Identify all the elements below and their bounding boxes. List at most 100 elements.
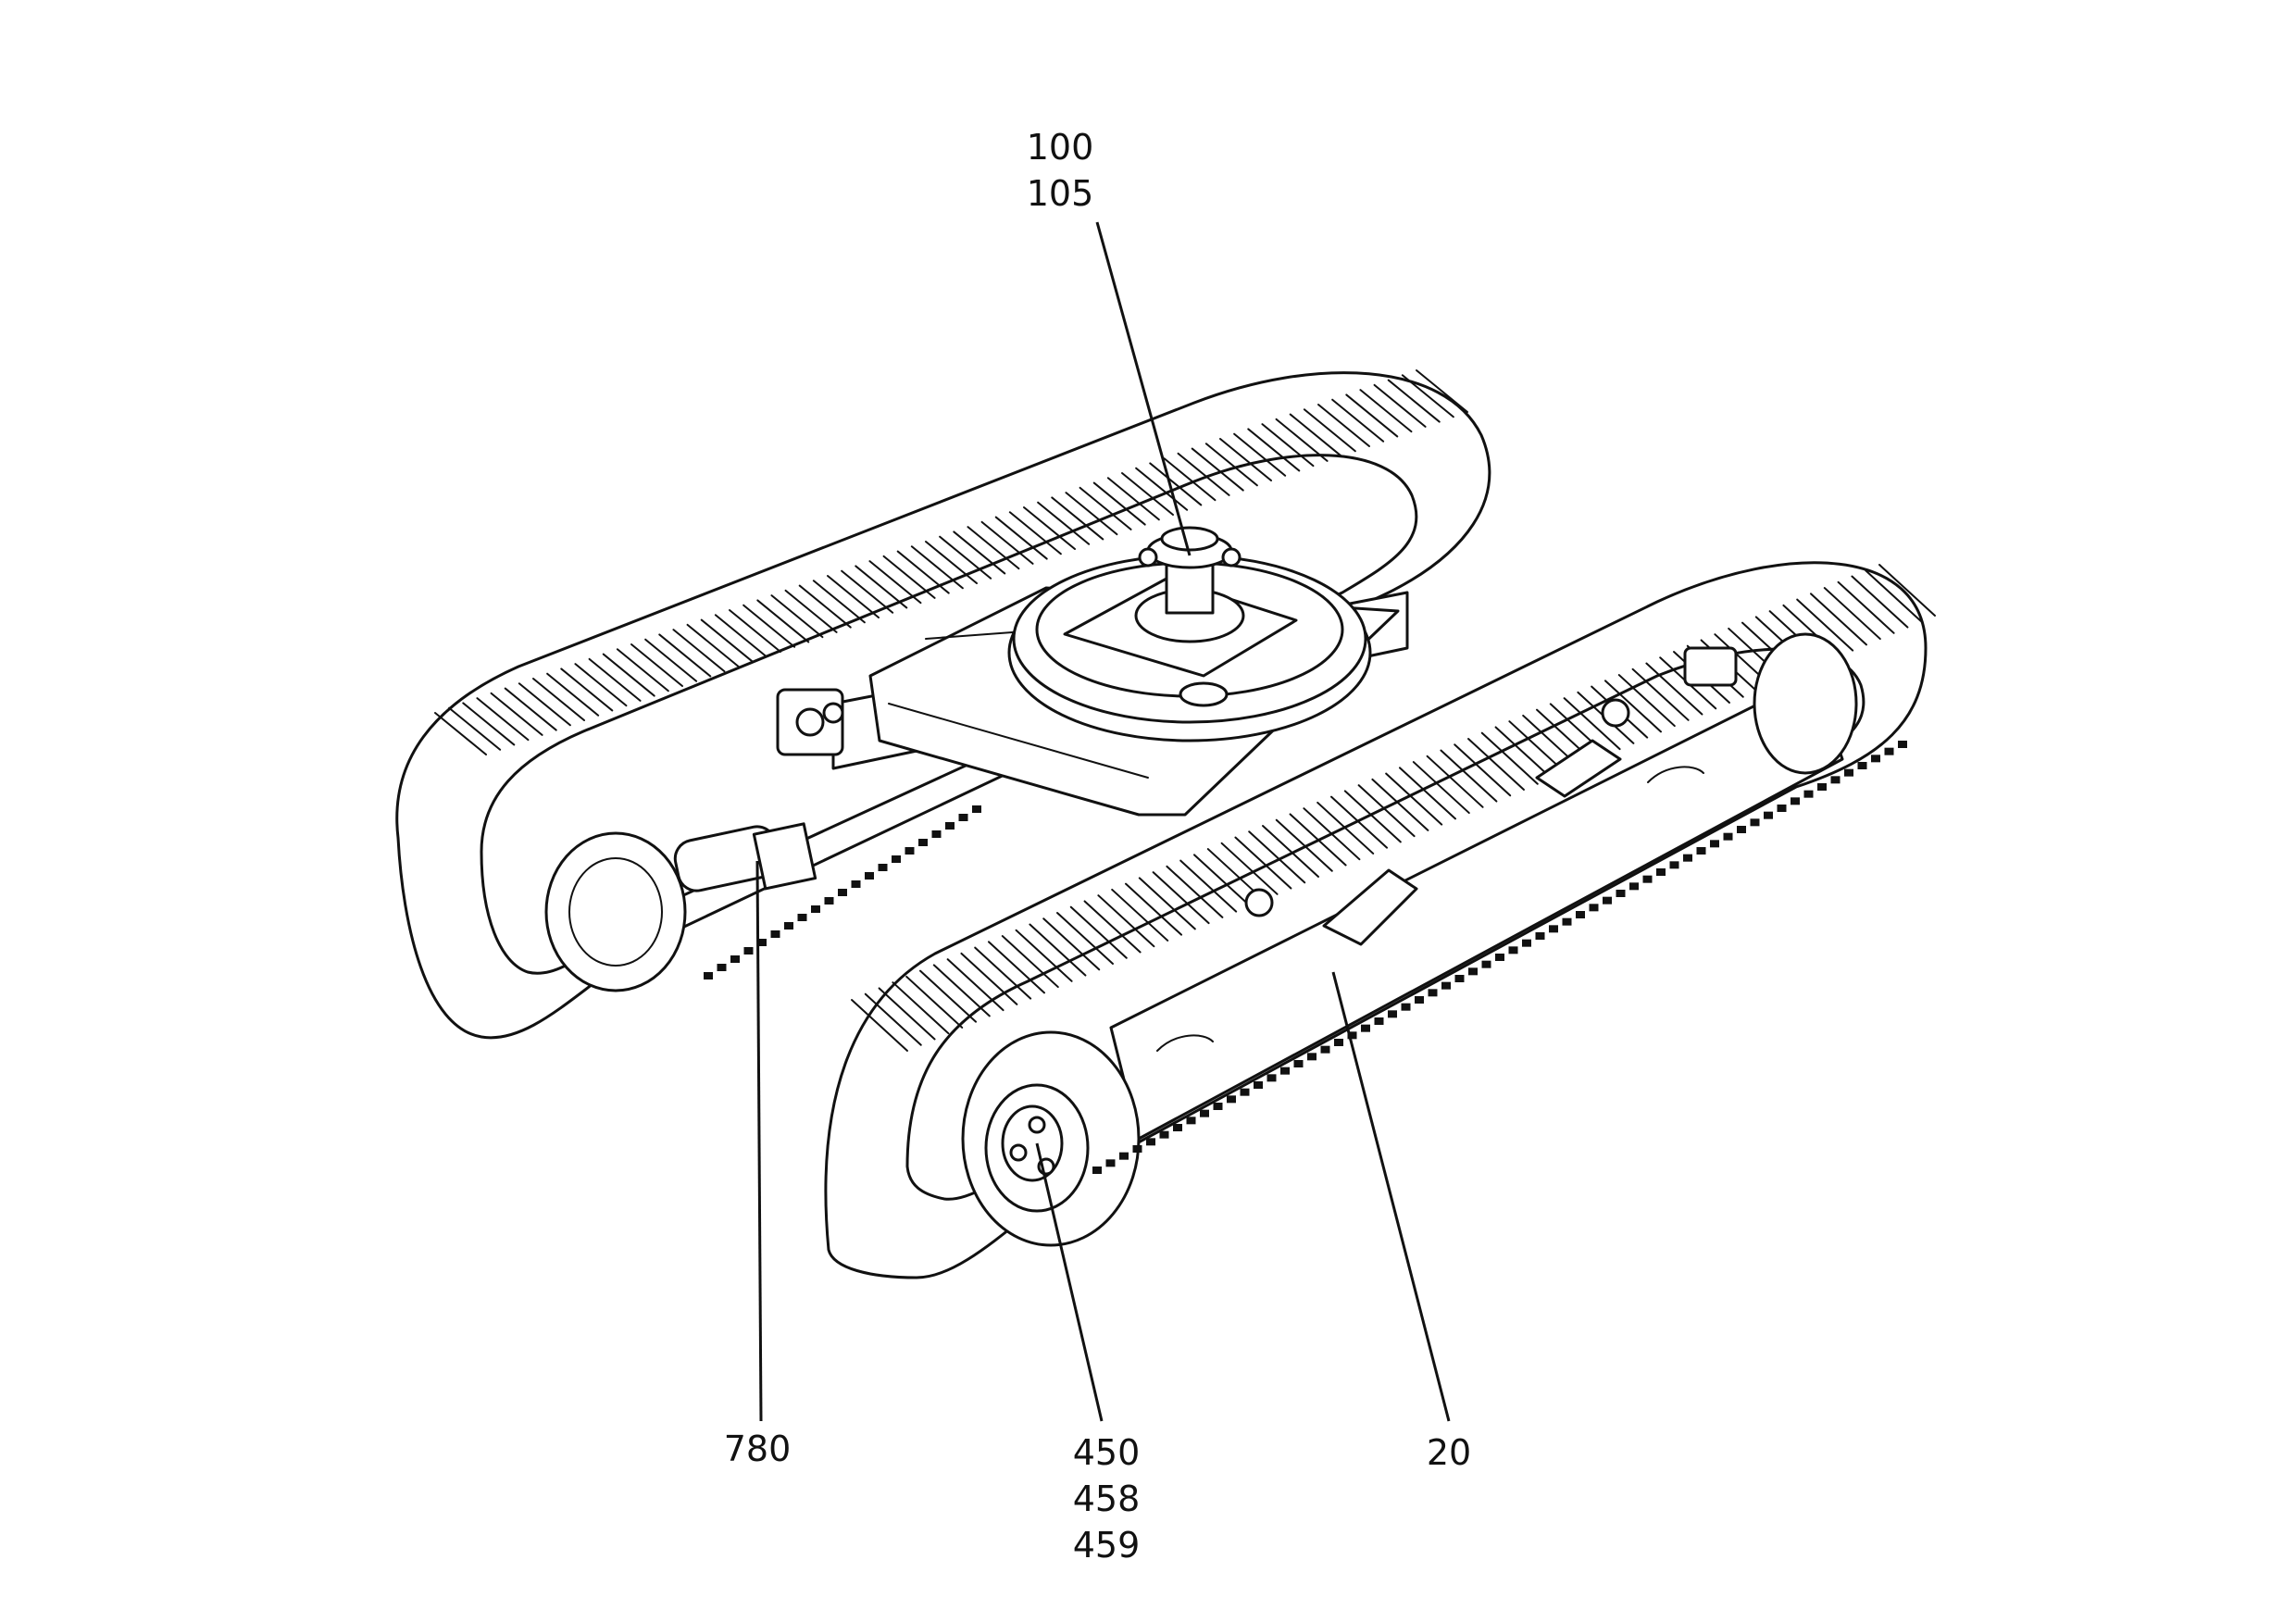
track-shoe (939, 535, 992, 580)
track-shoe (1193, 854, 1251, 907)
track-shoe (798, 584, 852, 629)
track-link (1669, 861, 1679, 869)
track-link (1656, 868, 1666, 876)
track-link (1374, 1017, 1384, 1025)
track-shoe (1121, 472, 1174, 516)
track-shoe (1065, 492, 1118, 536)
track-shoe (1359, 389, 1413, 433)
track-link (1186, 1117, 1196, 1125)
track-shoe (1878, 564, 1936, 617)
track-link (1764, 811, 1773, 819)
track-link (730, 955, 740, 963)
track-link (1884, 747, 1894, 755)
track-link (1361, 1024, 1370, 1032)
track-shoe (1138, 877, 1196, 930)
track-shoe (868, 560, 922, 605)
callout-label-458: 458 (1073, 1479, 1141, 1519)
track-link (1481, 960, 1491, 968)
track-link (878, 864, 888, 871)
track-shoe (878, 987, 936, 1041)
track-link (1159, 1130, 1169, 1139)
track-link (865, 872, 874, 880)
track-shoe (1177, 452, 1230, 496)
track-shoe (518, 682, 571, 727)
track-link (1710, 840, 1719, 848)
callout-100-105: 100 105 (1027, 127, 1192, 556)
track-shoe (476, 697, 530, 742)
track-shoe (925, 541, 978, 584)
track-link (1441, 981, 1451, 990)
track-shoe (1796, 598, 1854, 652)
track-shoe (1015, 929, 1073, 982)
track-shoe (434, 712, 487, 755)
leader-line-100 (1095, 221, 1192, 556)
track-link (1267, 1074, 1277, 1082)
track-shoe (974, 946, 1032, 1000)
track-shoe (1289, 413, 1342, 457)
track-shoe (1204, 443, 1258, 487)
track-shoe (1303, 408, 1356, 453)
track-shoe (946, 958, 1004, 1012)
track-shoe (1125, 882, 1182, 936)
track-link (945, 822, 955, 830)
track-link (743, 947, 754, 954)
track-shoe (658, 633, 712, 678)
track-shoe (1248, 830, 1306, 884)
track-link (1320, 1045, 1330, 1054)
track-shoe (1416, 369, 1468, 413)
track-link (1830, 776, 1841, 784)
track-link (972, 805, 981, 813)
track-shoe (784, 589, 838, 633)
track-link (1254, 1081, 1263, 1089)
track-link (784, 922, 793, 930)
track-shoe (1037, 501, 1091, 545)
track-shoe (1631, 668, 1690, 721)
track-shoe (1262, 825, 1319, 878)
track-shoe (672, 629, 726, 673)
track-shoe (1357, 784, 1416, 838)
track-link (1603, 896, 1612, 905)
track-link (1616, 890, 1626, 897)
track-shoe (1316, 801, 1375, 855)
track-shoe (1331, 398, 1385, 443)
track-shoe (864, 992, 922, 1046)
track-shoe (700, 618, 754, 663)
callout-label-20: 20 (1427, 1432, 1471, 1473)
track-shoe (1179, 859, 1238, 913)
track-link (1293, 1060, 1304, 1067)
track-link (931, 830, 942, 838)
callout-20: 20 (1331, 971, 1471, 1473)
track-link (1844, 768, 1853, 777)
track-shoe (932, 964, 991, 1017)
track-link (1737, 826, 1746, 833)
leader-line-450 (1035, 1142, 1104, 1422)
leader-line-20 (1331, 971, 1451, 1422)
track-link (1803, 790, 1814, 798)
track-link (1105, 1159, 1116, 1167)
track-link (1817, 783, 1827, 791)
right-track (824, 561, 1936, 1279)
track-shoe (1494, 726, 1553, 780)
track-link (958, 814, 968, 821)
track-shoe (855, 565, 908, 609)
track-link (1589, 904, 1599, 912)
track-shoe (1275, 818, 1333, 872)
track-shoe (742, 604, 796, 648)
track-shoe (1467, 738, 1525, 791)
track-shoe (616, 648, 669, 692)
leader-line-780 (755, 860, 763, 1422)
track-shoe (980, 520, 1034, 565)
track-shoe (1317, 404, 1370, 447)
track-shoe (1008, 511, 1062, 555)
track-link (1213, 1103, 1223, 1110)
track-shoe (1247, 428, 1301, 472)
track-shoe (1385, 772, 1443, 826)
track-link (1696, 847, 1706, 855)
track-link (1401, 1003, 1411, 1011)
track-link (1388, 1010, 1397, 1018)
track-shoe (462, 702, 516, 746)
track-shoe (1426, 755, 1484, 808)
track-shoe (851, 999, 908, 1052)
track-shoe (1480, 731, 1539, 785)
track-shoe (892, 981, 950, 1035)
